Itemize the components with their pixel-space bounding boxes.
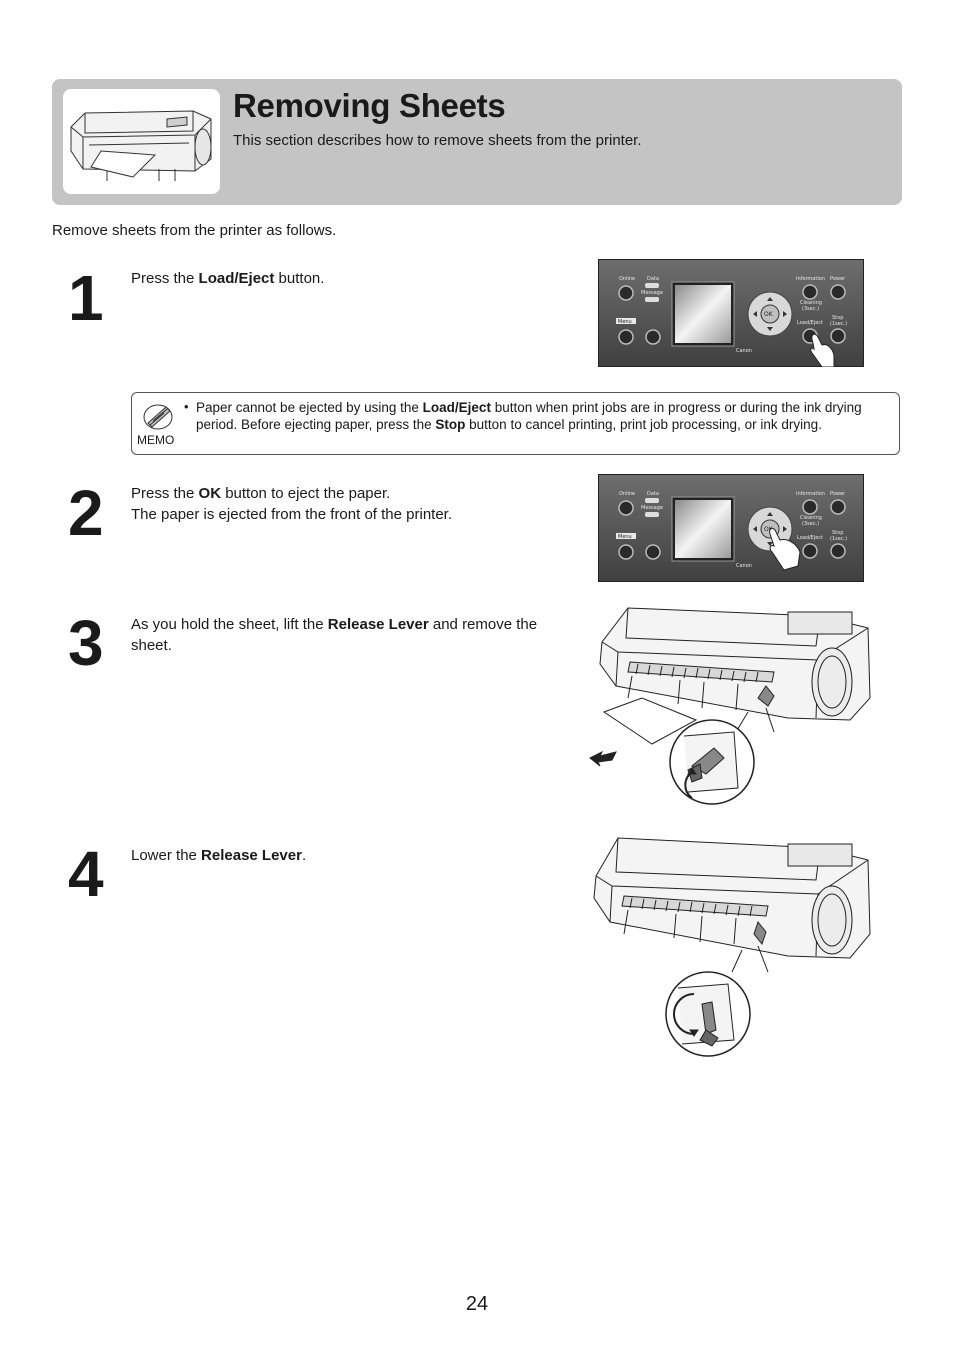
online-label: Online (619, 491, 635, 497)
stop-sub-label: (1sec.) (830, 536, 847, 542)
information-label: Information (796, 491, 825, 497)
pointing-hand-icon (810, 333, 835, 367)
load-eject-label: Load/Eject (797, 535, 823, 541)
step-3-text: As you hold the sheet, lift the Release … (131, 614, 571, 656)
control-panel-illustration-load-eject: Online Data Message Information Power Cl… (598, 259, 864, 367)
step-number: 4 (68, 838, 104, 910)
online-label: Online (619, 276, 635, 282)
step-2-text: Press the OK button to eject the paper. … (131, 483, 452, 525)
information-label: Information (796, 276, 825, 282)
step-text-part: button. (274, 270, 325, 287)
cleaning-label: Cleaning (800, 515, 822, 521)
step-button-name: Load/Eject (198, 270, 275, 287)
step-number: 3 (68, 607, 104, 679)
step-text-part: Press the (131, 270, 199, 287)
cleaning-label: Cleaning (800, 300, 822, 306)
step-4-text: Lower the Release Lever. (131, 845, 306, 866)
step-text-part: Press the (131, 485, 199, 502)
memo-box: MEMO • Paper cannot be ejected by using … (131, 392, 900, 455)
step-text-part: button to eject the paper. (221, 485, 391, 502)
pointing-hand-icon (769, 527, 801, 571)
step-text-part: . (301, 847, 307, 864)
memo-bullet: • (184, 399, 189, 414)
memo-text-part: button to cancel printing, print job pro… (465, 417, 822, 432)
cleaning-sub-label: (3sec.) (802, 521, 819, 527)
section-header: Removing Sheets This section describes h… (52, 79, 902, 205)
step-number: 2 (68, 477, 104, 549)
page-title: Removing Sheets (233, 87, 506, 124)
intro-text: Remove sheets from the printer as follow… (52, 222, 337, 239)
printer-thumbnail (63, 89, 220, 194)
memo-text-part: Paper cannot be ejected by using the (196, 400, 423, 415)
step-text-part: Lower the (131, 847, 202, 864)
power-label: Power (830, 276, 846, 282)
memo-text: Paper cannot be ejected by using the Loa… (196, 399, 894, 433)
control-panel-illustration-ok: Online Data Message Information Power Cl… (598, 474, 864, 582)
step-lever-name: Release Lever (327, 616, 429, 633)
message-label: Message (641, 505, 663, 511)
page-number: 24 (465, 1293, 489, 1315)
memo-label: MEMO (137, 433, 175, 447)
step-text-part: and remove the sheet. (131, 616, 538, 654)
memo-text-part: button when print jobs are in progress o… (196, 400, 862, 432)
printer-lower-release-lever-illustration (593, 837, 871, 1057)
brand-label: Canon (736, 348, 752, 354)
cleaning-sub-label: (3sec.) (802, 306, 819, 312)
ok-label: OK (764, 311, 774, 318)
printer-with-sheet-icon (70, 110, 212, 181)
memo-button-name: Load/Eject (422, 400, 491, 415)
message-label: Message (641, 290, 663, 296)
memo-pencil-icon (143, 404, 173, 430)
step-2-line-1: Press the OK button to eject the paper. (131, 483, 452, 504)
step-1-text: Press the Load/Eject button. (131, 268, 324, 289)
stop-label: Stop (832, 315, 843, 321)
data-label: Data (647, 491, 659, 497)
page-subtitle: This section describes how to remove she… (233, 132, 642, 149)
memo-button-name: Stop (435, 417, 466, 432)
printer-lift-release-lever-illustration (589, 607, 871, 805)
stop-sub-label: (1sec.) (830, 321, 847, 327)
ok-label: OK (764, 526, 774, 533)
step-button-name: OK (198, 485, 222, 502)
step-2-line-2: The paper is ejected from the front of t… (131, 506, 453, 523)
stop-label: Stop (832, 530, 843, 536)
menu-label: Menu (618, 534, 632, 540)
menu-label: Menu (618, 319, 632, 325)
step-lever-name: Release Lever (201, 847, 302, 864)
brand-label: Canon (736, 563, 752, 569)
data-label: Data (647, 276, 659, 282)
step-text-part: As you hold the sheet, lift the (131, 616, 328, 633)
step-number: 1 (68, 262, 104, 334)
power-label: Power (830, 491, 846, 497)
load-eject-label: Load/Eject (797, 320, 823, 326)
